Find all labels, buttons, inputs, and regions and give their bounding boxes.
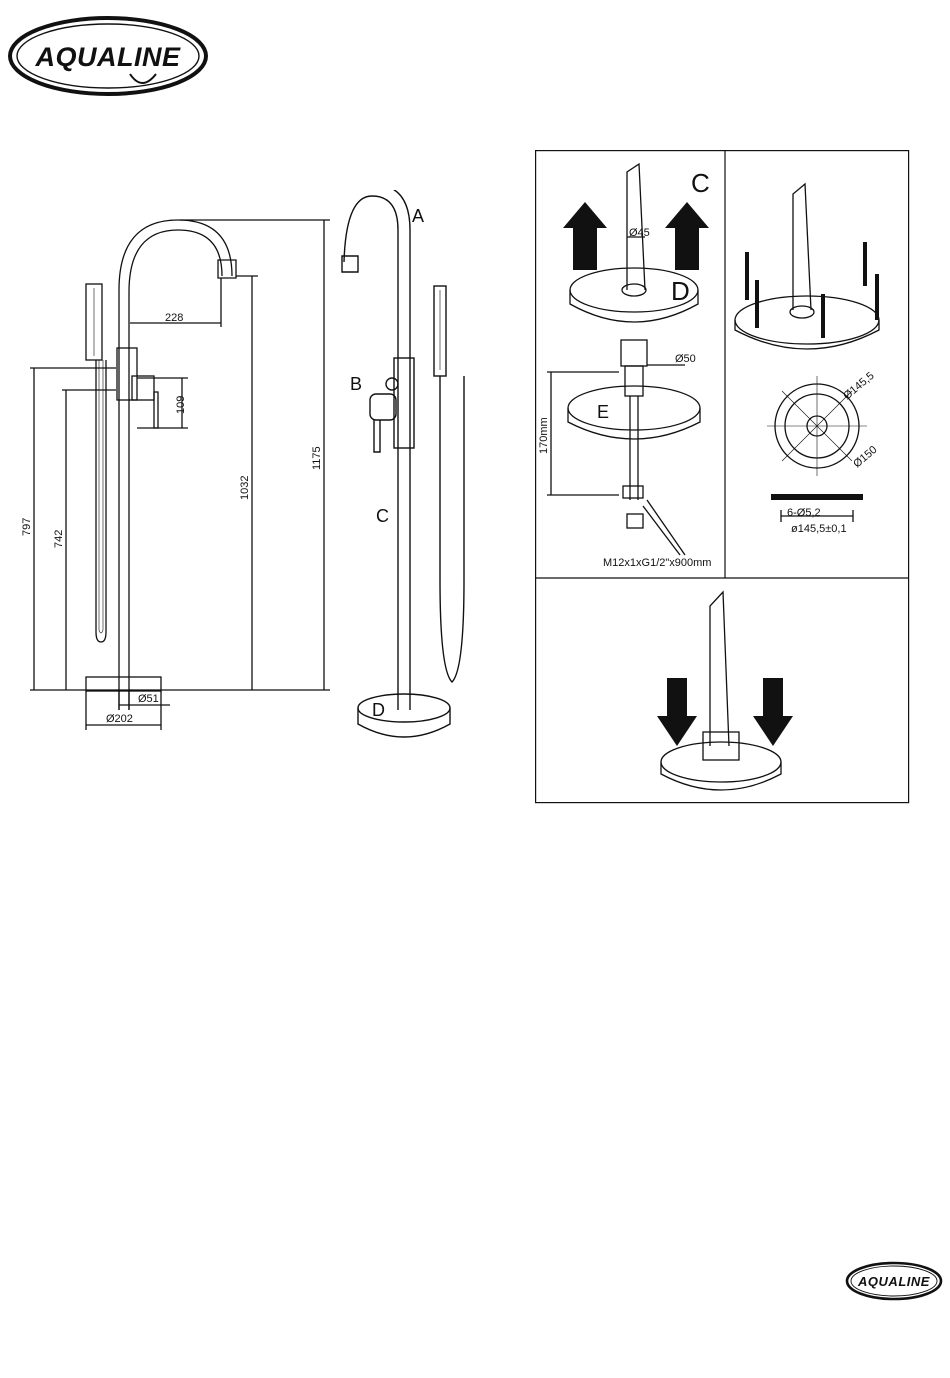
dimension-drawing: 228 109 1032 1175 797 742 Ø51 Ø202 <box>0 180 340 740</box>
dim-holes: 6-Ø5,2 <box>787 507 821 519</box>
parts-drawing: A B C D <box>340 190 490 740</box>
dim-tube-diameter: Ø51 <box>138 693 159 705</box>
dim-spout-height: 1032 <box>239 476 251 500</box>
dim-nut-diameter: Ø50 <box>675 353 696 365</box>
dim-height: 170mm <box>538 417 550 454</box>
dim-hose: M12x1xG1/2"x900mm <box>603 557 711 569</box>
aqualine-logo: AQUALINE <box>6 14 210 98</box>
dim-spout-reach: 228 <box>165 312 183 324</box>
logo-text-small: AQUALINE <box>857 1274 930 1289</box>
logo-text: AQUALINE <box>35 42 181 72</box>
label-b: B <box>350 374 362 394</box>
dim-base-diameter: Ø202 <box>106 713 133 725</box>
step-remove-base: C D E Ø45 Ø50 170mm M12x1xG1/2"x900mm <box>538 164 711 569</box>
label-c: C <box>376 506 389 526</box>
aqualine-logo-small: AQUALINE <box>844 1260 944 1302</box>
label-c-install: C <box>691 168 710 198</box>
dim-pipe-diameter: Ø45 <box>629 227 650 239</box>
dim-holder-height: 742 <box>53 530 65 548</box>
dim-total-height: 1175 <box>311 446 323 470</box>
label-a: A <box>412 206 424 226</box>
label-e-install: E <box>597 402 609 422</box>
dim-handshower-height: 797 <box>21 518 33 536</box>
label-d-install: D <box>671 276 690 306</box>
dim-circle-a: Ø145,5 <box>841 370 876 402</box>
dim-circle-b: Ø150 <box>851 444 879 470</box>
dim-pitch: ø145,5±0,1 <box>791 523 847 535</box>
label-d: D <box>372 700 385 720</box>
step-screws: Ø145,5 Ø150 6-Ø5,2 ø145,5±0,1 <box>735 184 880 535</box>
installation-panel: C D E Ø45 Ø50 170mm M12x1xG1/2"x900mm <box>535 150 911 804</box>
dim-mixer-height: 109 <box>175 396 187 414</box>
step-insert-base <box>657 592 793 790</box>
